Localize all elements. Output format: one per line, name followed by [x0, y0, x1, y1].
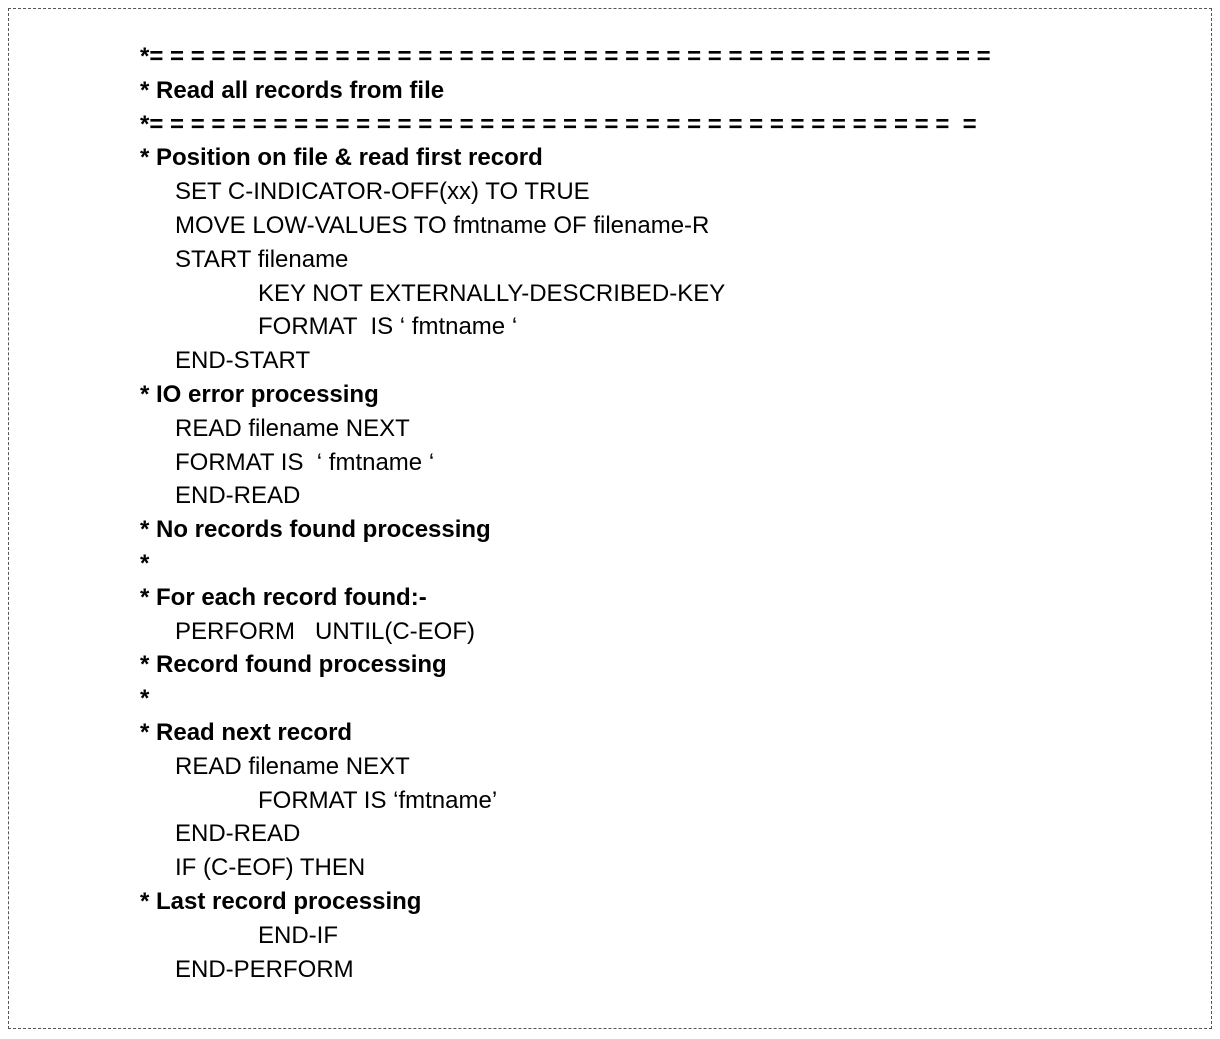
code-line: END-IF — [258, 921, 338, 949]
comment-line: * Last record processing — [140, 887, 422, 915]
code-line: END-START — [175, 347, 311, 375]
code-line: END-READ — [175, 482, 301, 510]
comment-line: * Position on file & read first record — [140, 144, 543, 172]
code-line: KEY NOT EXTERNALLY-DESCRIBED-KEY — [258, 279, 726, 307]
comment-line: * IO error processing — [140, 380, 379, 408]
document-frame — [8, 8, 1212, 1029]
code-line: READ filename NEXT — [175, 752, 410, 780]
comment-line: * No records found processing — [140, 516, 491, 544]
code-line: MOVE LOW-VALUES TO fmtname OF filename-R — [175, 211, 710, 239]
code-line: END-READ — [175, 820, 301, 848]
code-line: FORMAT IS ‘fmtname’ — [258, 786, 498, 814]
comment-line: *= = = = = = = = = = = = = = = = = = = =… — [140, 110, 977, 138]
comment-line: * — [140, 549, 150, 577]
comment-line: * Read all records from file — [140, 76, 445, 104]
comment-line: * For each record found:- — [140, 583, 427, 611]
code-line: FORMAT IS ‘ fmtname ‘ — [175, 448, 435, 476]
comment-line: * — [140, 685, 150, 713]
code-line: SET C-INDICATOR-OFF(xx) TO TRUE — [175, 178, 590, 206]
code-line: END-PERFORM — [175, 955, 354, 983]
comment-line: *= = = = = = = = = = = = = = = = = = = =… — [140, 43, 991, 70]
code-listing: *= = = = = = = = = = = = = = = = = = = =… — [140, 40, 991, 986]
comment-line: * Read next record — [140, 718, 353, 746]
code-line: IF (C-EOF) THEN — [175, 854, 366, 882]
code-line: FORMAT IS ‘ fmtname ‘ — [258, 313, 518, 341]
code-line: PERFORM UNTIL(C-EOF) — [175, 617, 475, 645]
code-line: READ filename NEXT — [175, 414, 410, 442]
code-line: START filename — [175, 245, 349, 273]
comment-line: * Record found processing — [140, 651, 447, 679]
